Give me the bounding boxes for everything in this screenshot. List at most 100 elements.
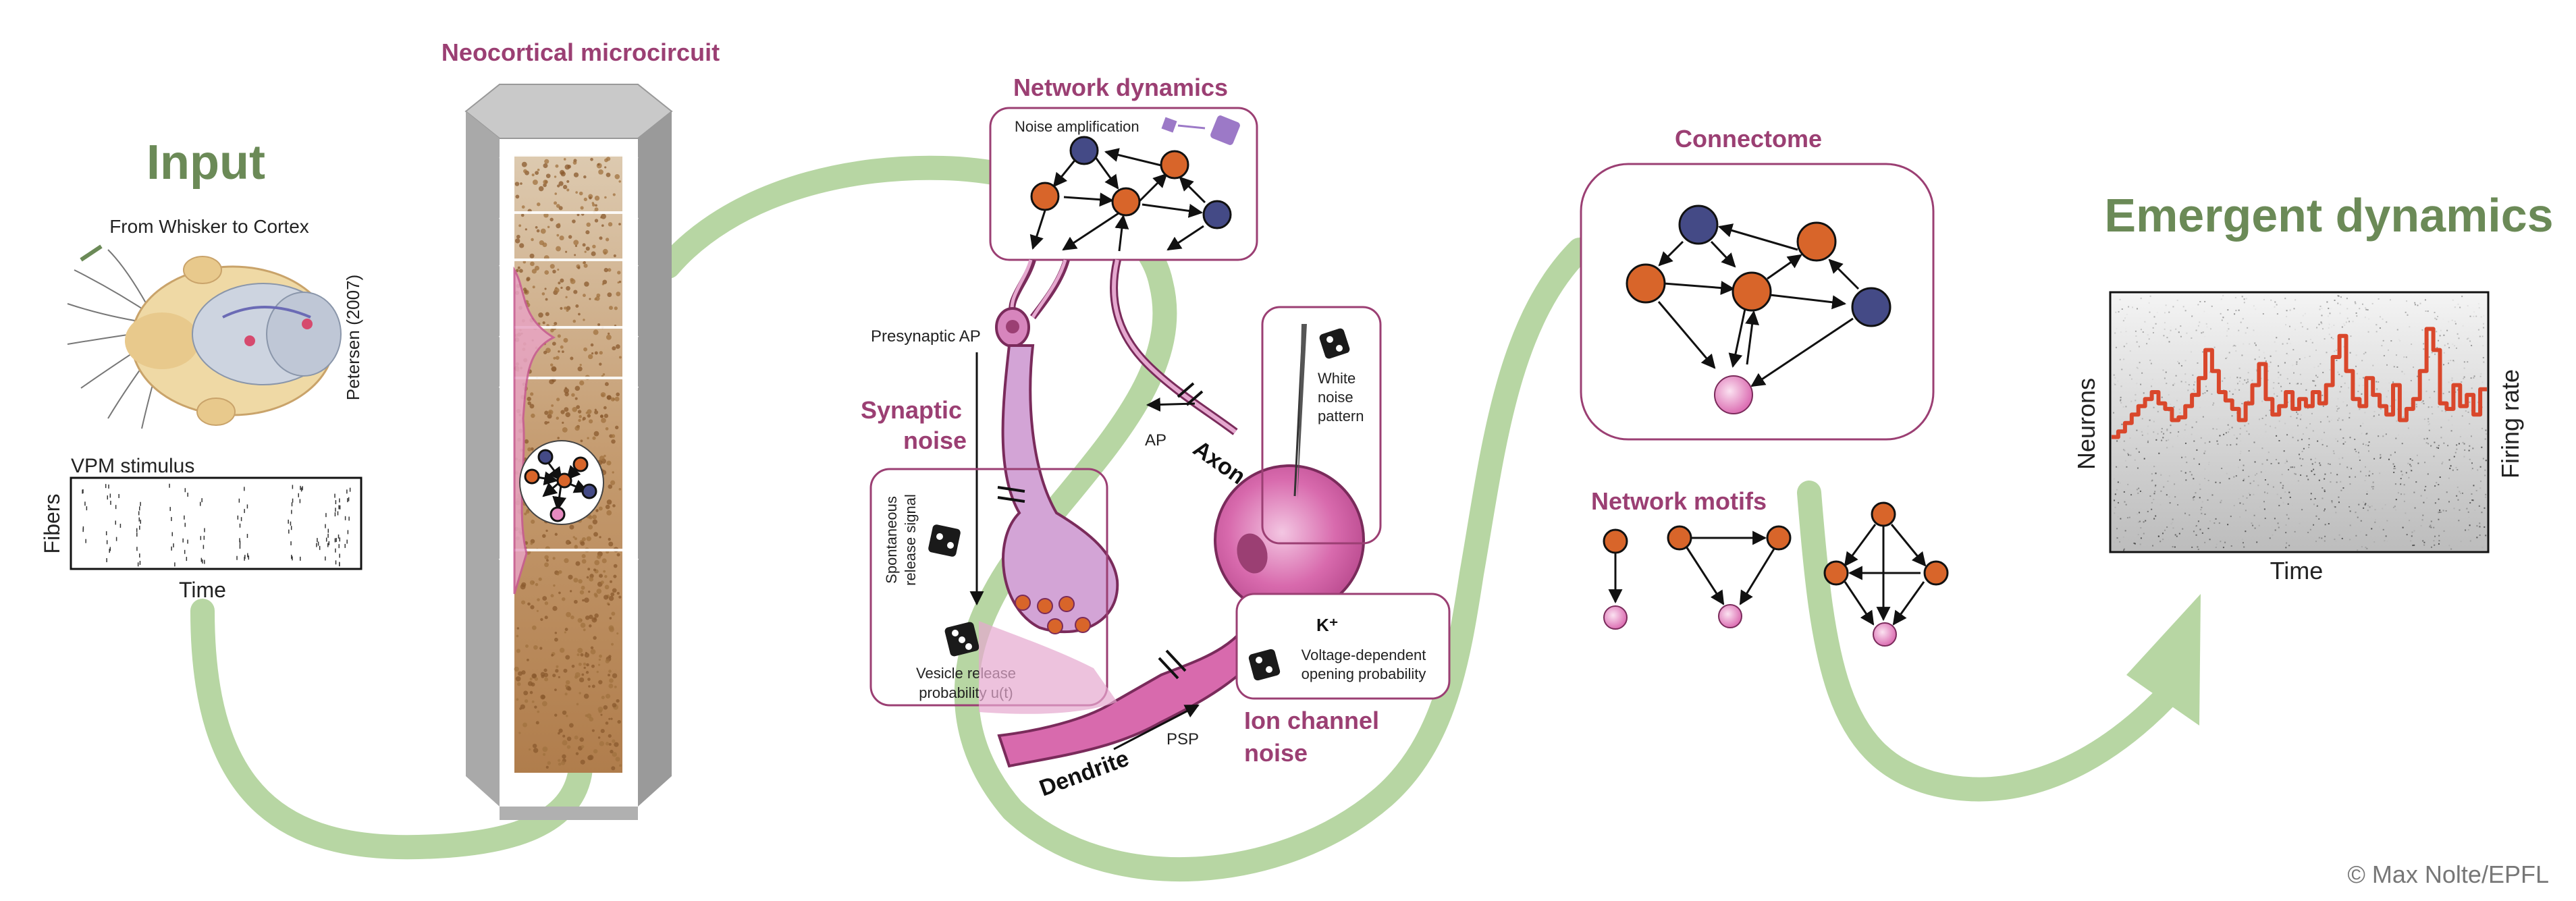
raster-dot	[2292, 349, 2295, 351]
raster-dot	[2126, 313, 2128, 315]
raster-dot	[2394, 466, 2396, 468]
raster-dot	[2321, 307, 2323, 309]
raster-dot	[2169, 333, 2170, 334]
raster-dot	[2230, 516, 2232, 518]
cell-dot	[591, 352, 594, 355]
raster-dot	[2467, 305, 2469, 307]
raster-dot	[2372, 481, 2374, 483]
raster-dot	[2443, 334, 2445, 336]
raster-dot	[2238, 466, 2240, 468]
postsynaptic-neuron	[979, 258, 1365, 768]
cell-dot	[514, 182, 520, 186]
raster-dot	[2129, 350, 2131, 352]
raster-dot	[2289, 309, 2291, 311]
raster-dot	[2201, 506, 2203, 508]
raster-dot	[2297, 413, 2299, 415]
raster-dot	[2162, 399, 2164, 400]
raster-dot	[2427, 385, 2429, 387]
raster-dot	[2164, 328, 2166, 330]
raster-dot	[2336, 360, 2338, 362]
raster-dot	[2272, 486, 2274, 488]
raster-dot	[2454, 321, 2456, 323]
raster-dot	[2458, 443, 2460, 445]
raster-dot	[2280, 482, 2282, 484]
raster-dot	[2161, 396, 2163, 398]
raster-dot	[2318, 479, 2320, 481]
raster-dot	[2427, 473, 2429, 475]
raster-dot	[2276, 395, 2278, 397]
raster-dot	[2137, 534, 2139, 536]
cell-dot	[618, 280, 622, 283]
raster-dot	[2154, 485, 2156, 487]
raster-dot	[2265, 471, 2266, 472]
raster-dot	[2473, 377, 2475, 379]
cell-dot	[569, 590, 572, 593]
raster-dot	[2227, 524, 2229, 526]
cell-dot	[530, 447, 534, 451]
raster-dot	[2382, 528, 2384, 530]
raster-dot	[2317, 440, 2319, 442]
raster-dot	[2169, 502, 2171, 504]
raster-dot	[2134, 543, 2136, 545]
raster-dot	[2311, 470, 2313, 472]
cell-dot	[568, 574, 573, 580]
raster-dot	[2317, 505, 2319, 507]
raster-dot	[2301, 450, 2303, 452]
raster-dot	[2297, 439, 2299, 441]
raster-dot	[2207, 527, 2209, 529]
cell-dot	[530, 261, 535, 267]
raster-dot	[2176, 535, 2178, 537]
cell-dot	[585, 230, 590, 235]
cell-dot	[558, 762, 562, 766]
raster-dot	[2473, 485, 2475, 487]
raster-dot	[2304, 407, 2306, 409]
raster-dot	[2431, 406, 2433, 408]
raster-dot	[2365, 352, 2367, 354]
raster-dot	[2410, 540, 2412, 542]
raster-dot	[2268, 365, 2270, 367]
raster-dot	[2143, 458, 2145, 460]
raster-dot	[2263, 491, 2265, 493]
cell-dot	[544, 677, 549, 682]
cell-dot	[554, 637, 558, 642]
raster-dot	[2204, 336, 2205, 337]
raster-dot	[2357, 516, 2359, 518]
raster-dot	[2380, 457, 2382, 459]
raster-dot	[2365, 308, 2367, 310]
raster-dot	[2337, 408, 2339, 410]
raster-dot	[2373, 486, 2375, 488]
raster-dot	[2182, 306, 2184, 308]
raster-dot	[2427, 418, 2430, 420]
cell-dot	[538, 186, 544, 192]
raster-dot	[2479, 375, 2481, 377]
cell-dot	[599, 456, 605, 461]
cell-dot	[537, 598, 540, 601]
raster-dot	[2238, 329, 2240, 331]
raster-dot	[2338, 496, 2340, 498]
axon-label: Axon	[1188, 435, 1250, 489]
raster-dot	[2423, 343, 2425, 345]
raster-dot	[2270, 462, 2272, 464]
raster-dot	[2456, 448, 2458, 450]
cell-dot	[543, 180, 548, 185]
raster-dot	[2118, 310, 2120, 312]
spontaneous-dice-icon	[928, 524, 961, 557]
raster-dot	[2114, 362, 2116, 364]
raster-dot	[2263, 468, 2265, 470]
cell-dot	[540, 672, 545, 677]
raster-dot	[2157, 433, 2159, 435]
raster-dot	[2263, 508, 2265, 510]
raster-dot	[2274, 341, 2276, 343]
raster-dot	[2254, 358, 2256, 360]
raster-dot	[2386, 364, 2388, 366]
raster-dot	[2244, 379, 2246, 381]
raster-dot	[2126, 343, 2128, 345]
raster-dot	[2274, 427, 2276, 429]
raster-dot	[2360, 520, 2362, 522]
raster-dot	[2236, 377, 2238, 379]
cell-dot	[564, 391, 569, 397]
raster-dot	[2150, 362, 2152, 364]
raster-dot	[2454, 452, 2457, 454]
raster-dot	[2480, 373, 2482, 375]
raster-dot	[2249, 483, 2251, 485]
